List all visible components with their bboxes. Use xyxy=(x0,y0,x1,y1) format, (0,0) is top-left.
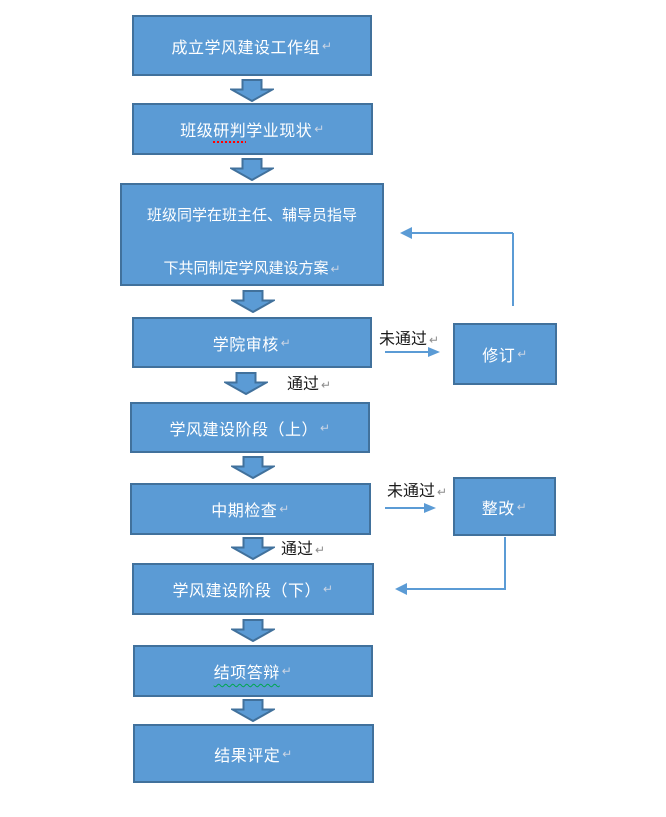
branch-label-text: 通过 xyxy=(287,376,320,393)
left-arrowhead-icon xyxy=(395,583,407,595)
down-block-arrow-icon xyxy=(230,158,274,181)
step-rectify: 整改↵ xyxy=(453,477,556,536)
step-final-defense: 结项答辩↵ xyxy=(133,645,373,697)
paragraph-return-mark: ↵ xyxy=(322,582,334,596)
branch-label-midterm-pass: 通过↵ xyxy=(281,541,325,559)
paragraph-return-mark: ↵ xyxy=(315,543,326,557)
step-midterm-check: 中期检查↵ xyxy=(130,483,371,535)
step-label: 学风建设阶段（上） xyxy=(169,421,318,439)
paragraph-return-mark: ↵ xyxy=(321,38,333,53)
step-label: 整改 xyxy=(481,500,515,518)
step-label: 成立学风建设工作组 xyxy=(171,39,320,57)
down-block-arrow-icon xyxy=(231,456,275,479)
connector-rectify-feedback-horizontal xyxy=(407,588,506,590)
connector-revise-feedback-horizontal xyxy=(412,232,513,234)
left-arrowhead-icon xyxy=(400,227,412,239)
step-label: 结果评定 xyxy=(214,747,281,765)
step-label: 中期检查 xyxy=(211,503,278,520)
right-arrowhead-icon xyxy=(424,503,436,513)
paragraph-return-mark: ↵ xyxy=(517,347,528,361)
step-revise: 修订↵ xyxy=(453,323,557,385)
paragraph-return-mark: ↵ xyxy=(314,122,325,136)
connector-review-to-revise-line xyxy=(385,351,429,353)
branch-label-midterm-fail: 未通过↵ xyxy=(387,483,447,501)
down-block-arrow-icon xyxy=(230,79,274,102)
right-arrowhead-icon xyxy=(428,347,440,357)
paragraph-return-mark: ↵ xyxy=(516,499,528,514)
down-block-arrow-icon xyxy=(231,699,275,722)
connector-midterm-to-rectify-line xyxy=(385,507,425,509)
connector-revise-feedback-vertical xyxy=(512,233,514,306)
down-block-arrow-icon xyxy=(231,537,275,560)
step-label: 修订 xyxy=(482,348,516,365)
step-label: 学院审核 xyxy=(212,336,279,354)
down-block-arrow-icon xyxy=(224,372,268,395)
step-formulate-plan: 班级同学在班主任、辅导员指导 下共同制定学风建设方案↵ xyxy=(120,183,384,286)
paragraph-return-mark: ↵ xyxy=(280,335,292,350)
step-phase-lower: 学风建设阶段（下）↵ xyxy=(132,563,374,615)
step-phase-upper: 学风建设阶段（上）↵ xyxy=(130,402,370,453)
paragraph-return-mark: ↵ xyxy=(437,485,448,499)
paragraph-return-mark: ↵ xyxy=(279,502,290,516)
step-label: 班级 xyxy=(180,123,214,140)
step-label-line1: 班级同学在班主任、辅导员指导 xyxy=(146,207,357,224)
paragraph-return-mark: ↵ xyxy=(429,333,440,347)
paragraph-return-mark: ↵ xyxy=(281,664,293,678)
paragraph-return-mark: ↵ xyxy=(282,746,293,761)
branch-label-text: 通过 xyxy=(281,541,314,558)
paragraph-return-mark: ↵ xyxy=(321,378,332,392)
spellcheck-marked-text: 研判 xyxy=(213,123,247,140)
branch-label-review-pass: 通过↵ xyxy=(287,376,331,394)
paragraph-return-mark: ↵ xyxy=(319,420,331,435)
step-college-review: 学院审核↵ xyxy=(132,317,372,368)
branch-label-text: 未通过 xyxy=(379,331,428,348)
branch-label-text: 未通过 xyxy=(387,483,436,500)
down-block-arrow-icon xyxy=(231,290,275,313)
paragraph-return-mark: ↵ xyxy=(330,262,341,276)
grammar-marked-text: 结项答辩 xyxy=(213,665,280,682)
connector-rectify-feedback-vertical xyxy=(504,537,506,589)
step-establish-workgroup: 成立学风建设工作组↵ xyxy=(132,15,372,76)
step-label-line2: 下共同制定学风建设方案↵ xyxy=(163,255,340,283)
branch-label-review-fail: 未通过↵ xyxy=(379,331,439,349)
step-label: 学业现状 xyxy=(246,123,313,140)
step-assess-academics: 班级研判学业现状↵ xyxy=(132,103,373,155)
step-label: 下共同制定学风建设方案 xyxy=(163,260,329,277)
down-block-arrow-icon xyxy=(231,619,275,642)
step-result-evaluation: 结果评定↵ xyxy=(133,724,374,783)
step-label: 学风建设阶段（下） xyxy=(172,583,321,600)
